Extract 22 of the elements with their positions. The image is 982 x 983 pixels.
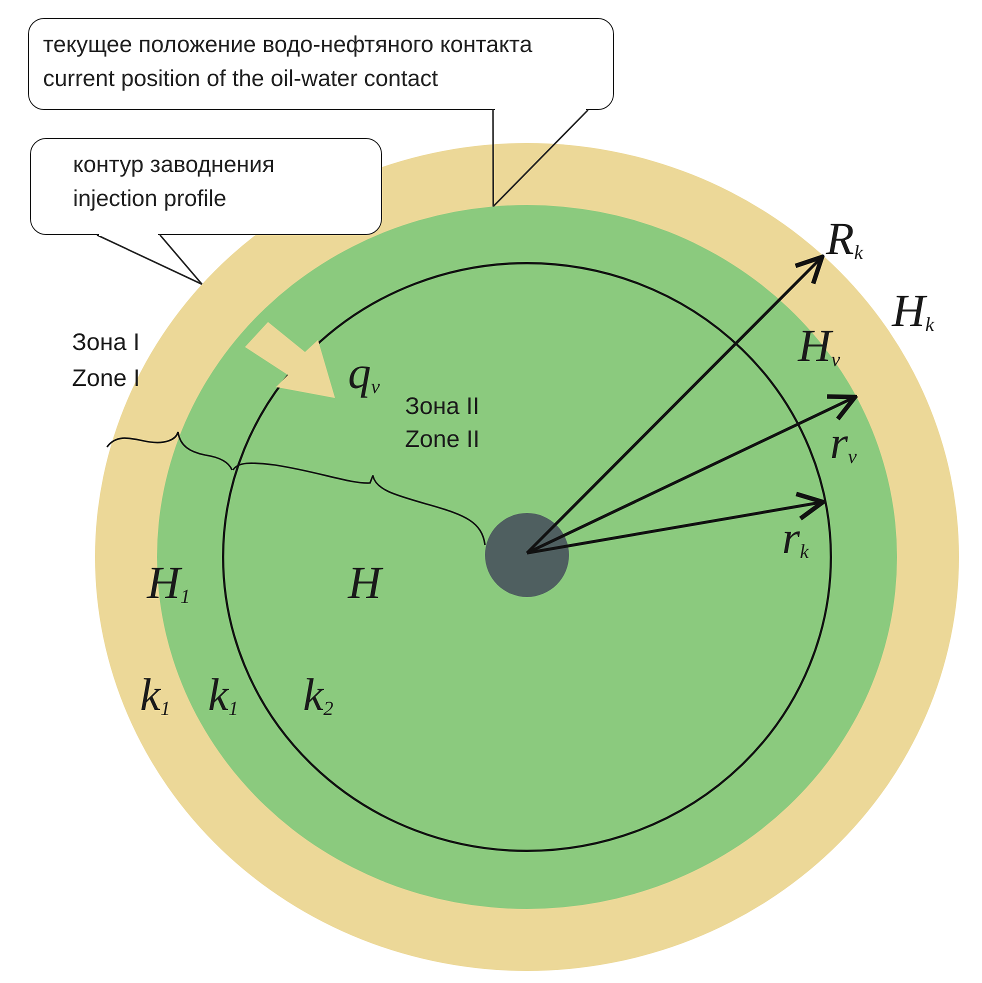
callout-box [28,18,614,110]
well-circle [485,513,569,597]
symbol-label: q$_{v}$ [348,350,380,397]
symbol-label: R$_{k}$ [826,216,863,263]
symbol-label: H [348,560,382,606]
callout-box [30,138,382,235]
symbol-label: r$_{k}$ [782,515,809,562]
symbol-label: k$_{1}$ [140,672,170,719]
callout-text: текущее положение водо-нефтяного контакта [43,30,534,59]
zone-label: Zone I [72,367,140,391]
callout-pointer [492,109,589,208]
callout-text: current position of the oil-water contact [43,64,440,93]
zone-label: Зона I [72,331,140,355]
symbol-label: r$_{v}$ [830,420,857,467]
zone-label: Zone II [405,428,480,452]
callout-text: injection profile [73,184,228,213]
callout-text: контур заводнения [73,150,276,179]
symbol-label: H$_{k}$ [892,288,934,335]
symbol-label: k$_{2}$ [303,672,334,719]
symbol-label: k$_{1}$ [208,672,238,719]
zone-label: Зона II [405,395,480,419]
callout-pointer [96,234,203,286]
